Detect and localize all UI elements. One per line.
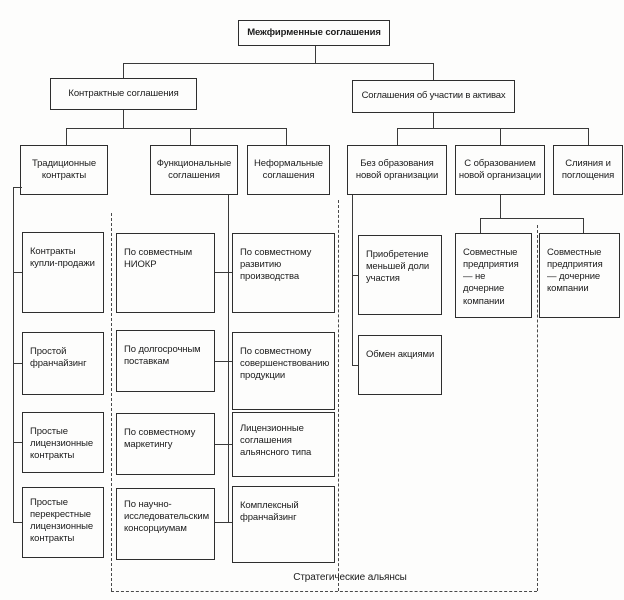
node-minority-share-acquisition: Приобретение меньшей доли участия [358,235,442,315]
connector-line [352,365,358,366]
node-joint-marketing: По совместному маркетингу [116,413,215,475]
connector-line [228,195,229,522]
connector-line [13,272,22,273]
connector-line [13,363,22,364]
alliance-boundary-bottom-dashed [111,591,537,592]
node-mergers-acquisitions: Слияния и поглощения [553,145,623,195]
connector-line [480,218,583,219]
connector-line [215,272,232,273]
node-joint-product-improvement: По совместному совершенствованию продукц… [232,332,335,410]
connector-line [13,187,22,188]
node-complex-franchising: Комплексный франчайзинг [232,486,335,563]
connector-line [123,63,434,64]
node-share-exchange: Обмен акциями [358,335,442,395]
connector-line [190,128,191,145]
node-functional-agreements: Функциональные соглашения [150,145,238,195]
connector-line [215,444,232,445]
connector-line [215,361,232,362]
connector-line [13,442,22,443]
node-research-consortia: По научно-исследовательским консорциумам [116,488,215,560]
node-traditional-contracts: Традиционные контракты [20,145,108,195]
node-joint-production-development: По совместному развитию производства [232,233,335,313]
connector-line [433,63,434,80]
node-root: Межфирменные соглашения [238,20,390,46]
node-jv-non-subsidiary: Совместные предприятия — не дочерние ком… [455,233,532,318]
connector-line [397,128,588,129]
connector-line [66,128,67,145]
node-simple-license-contracts: Простые лицензионные контракты [22,412,104,473]
node-with-new-organization: С образованием новой организации [455,145,545,195]
node-sale-contracts: Контракты купли-продажи [22,232,104,313]
node-cross-license-contracts: Простые перекрестные лицензионные контра… [22,487,104,558]
connector-line [588,128,589,145]
connector-line [286,128,287,145]
node-contract-agreements: Контрактные соглашения [50,78,197,110]
strategic-alliances-label: Стратегические альянсы [293,572,407,583]
node-asset-participation-agreements: Соглашения об участии в активах [352,80,515,113]
connector-line [500,128,501,145]
connector-line [315,46,316,63]
connector-line [123,110,124,128]
node-alliance-license-agreements: Лицензионные соглашения альянсного типа [232,412,335,477]
node-jv-subsidiary: Совместные предприятия — дочерние компан… [539,233,620,318]
connector-line [397,128,398,145]
node-simple-franchising: Простой франчайзинг [22,332,104,395]
connector-line [13,187,14,522]
node-joint-rnd: По совместным НИОКР [116,233,215,313]
connector-line [352,195,353,365]
alliance-boundary-right-dashed [537,225,538,591]
node-longterm-supply: По долгосрочным поставкам [116,330,215,392]
connector-line [583,218,584,233]
node-informal-agreements: Неформальные соглашения [247,145,330,195]
connector-line [13,522,22,523]
connector-line [352,275,358,276]
connector-line [215,522,232,523]
alliance-boundary-left-dashed [111,213,112,591]
connector-line [123,63,124,78]
connector-line [66,128,286,129]
connector-line [480,218,481,233]
connector-line [433,113,434,128]
alliance-boundary-middle-dashed [338,200,339,591]
node-without-new-organization: Без образования новой организации [347,145,447,195]
connector-line [500,195,501,218]
